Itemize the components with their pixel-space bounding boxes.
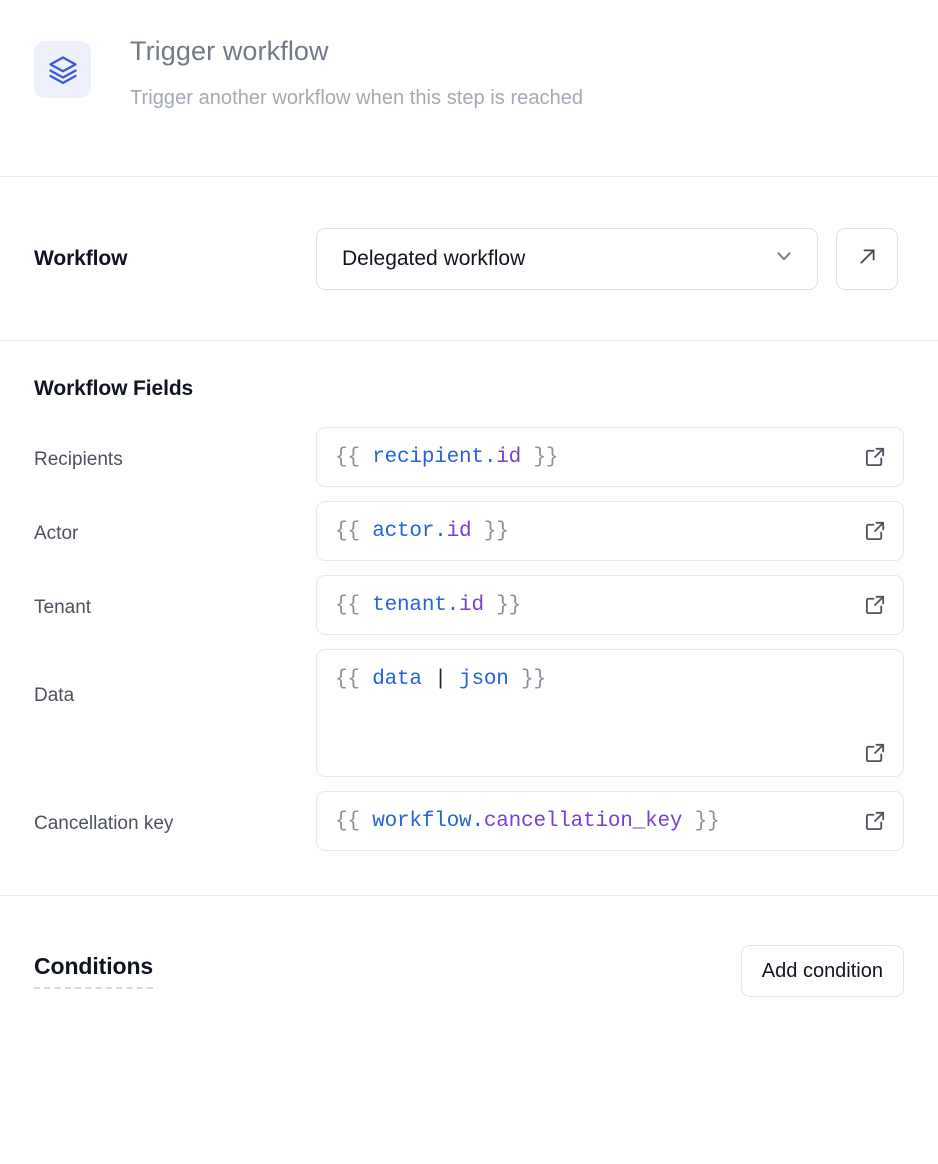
field-label: Cancellation key xyxy=(34,813,174,834)
field-input-tenant[interactable]: {{ tenant.id }} xyxy=(316,575,904,635)
field-input-data[interactable]: {{ data | json }} xyxy=(316,649,904,777)
workflow-select-value: Delegated workflow xyxy=(342,246,526,270)
field-label: Actor xyxy=(34,523,79,544)
workflow-fields-section: Workflow Fields Recipients {{ recipient.i… xyxy=(0,341,938,895)
external-link-icon[interactable] xyxy=(864,443,887,468)
field-label: Tenant xyxy=(34,597,92,618)
field-row: Data {{ data | json }} xyxy=(34,649,904,777)
workflow-select[interactable]: Delegated workflow xyxy=(316,227,818,290)
panel-header: Trigger workflow Trigger another workflo… xyxy=(0,0,938,176)
fields-list: Recipients {{ recipient.id }} Actor {{ act… xyxy=(34,427,904,851)
external-link-icon[interactable] xyxy=(864,807,887,832)
field-label: Recipients xyxy=(34,449,123,470)
field-row: Recipients {{ recipient.id }} xyxy=(34,427,904,487)
divider-header xyxy=(0,176,938,177)
field-input-recipients[interactable]: {{ recipient.id }} xyxy=(316,427,904,487)
trigger-workflow-panel: Trigger workflow Trigger another workflo… xyxy=(0,0,938,1016)
workflow-fields-heading: Workflow Fields xyxy=(34,377,194,400)
field-input-cancellation-key[interactable]: {{ workflow.cancellation_key }} xyxy=(316,791,904,851)
liquid-template-value: {{ recipient.id }} xyxy=(335,446,559,469)
liquid-template-value: {{ tenant.id }} xyxy=(335,594,522,617)
page-subtitle: Trigger another workflow when this step … xyxy=(130,87,584,109)
liquid-template-value: {{ data | json }} xyxy=(335,668,546,691)
chevron-down-icon xyxy=(773,245,795,272)
external-link-icon[interactable] xyxy=(864,591,887,616)
conditions-heading: Conditions xyxy=(34,953,153,989)
open-workflow-button[interactable] xyxy=(836,227,898,290)
conditions-section: Conditions Add condition xyxy=(0,896,938,1016)
external-link-icon[interactable] xyxy=(864,517,887,542)
liquid-template-value: {{ actor.id }} xyxy=(335,520,509,543)
add-condition-button[interactable]: Add condition xyxy=(740,945,904,997)
layers-icon xyxy=(34,41,91,98)
field-row: Cancellation key {{ workflow.cancellation… xyxy=(34,791,904,851)
divider-workflow xyxy=(0,340,938,341)
workflow-section: Workflow Delegated workflow xyxy=(0,177,938,340)
page-title: Trigger workflow xyxy=(130,36,329,66)
field-label: Data xyxy=(34,685,75,706)
field-row: Actor {{ actor.id }} xyxy=(34,501,904,561)
field-input-actor[interactable]: {{ actor.id }} xyxy=(316,501,904,561)
header-text-group: Trigger workflow Trigger another workflo… xyxy=(130,34,583,111)
arrow-up-right-icon xyxy=(857,246,878,272)
workflow-label: Workflow xyxy=(34,246,128,270)
field-row: Tenant {{ tenant.id }} xyxy=(34,575,904,635)
liquid-template-value: {{ workflow.cancellation_key }} xyxy=(335,810,720,833)
external-link-icon[interactable] xyxy=(864,739,887,764)
divider-fields xyxy=(0,895,938,896)
